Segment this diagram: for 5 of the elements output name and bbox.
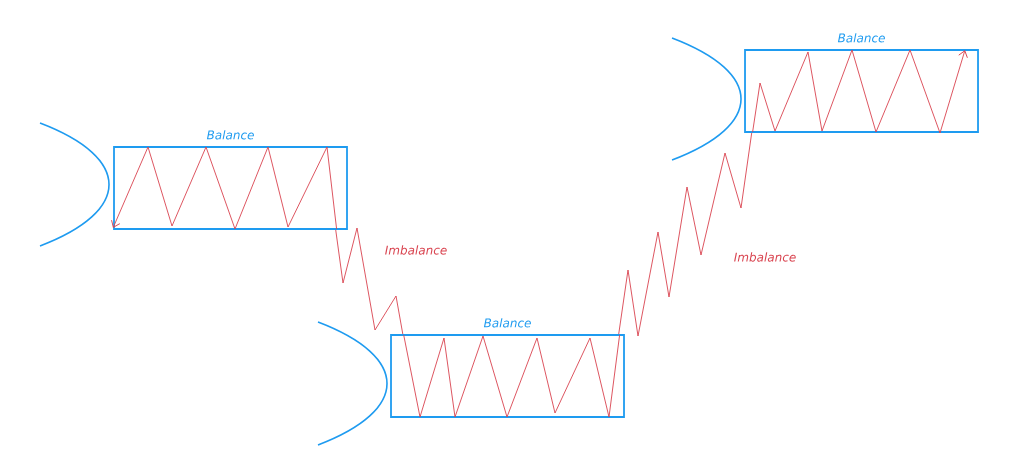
box-heading: Balance: [483, 318, 531, 328]
zone-label: Imbalance: [385, 245, 447, 255]
box-heading: Balance: [837, 33, 885, 43]
zone-label: Imbalance: [734, 252, 796, 262]
box-heading: Balance: [206, 130, 254, 140]
